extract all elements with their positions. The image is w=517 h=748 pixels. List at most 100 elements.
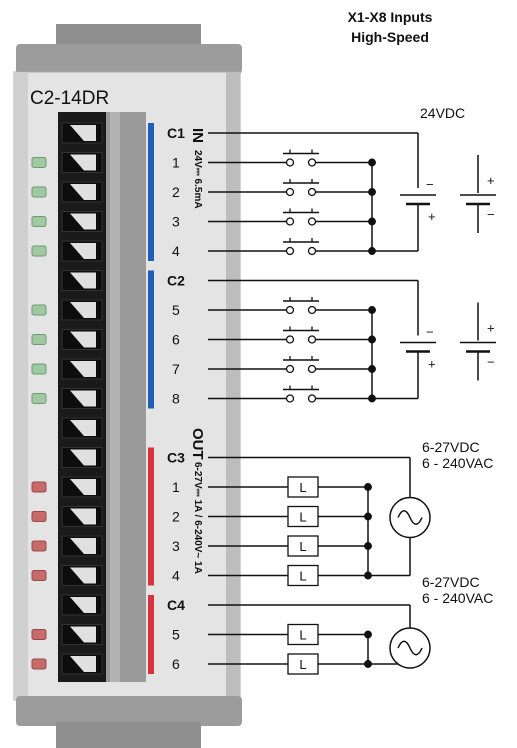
- switch-contact: [285, 364, 295, 374]
- bottom-rail: [16, 696, 242, 726]
- terminal-screw-icon: [70, 302, 96, 318]
- switch-contact: [307, 246, 317, 256]
- switch-contact: [285, 394, 295, 403]
- terminal-label: 2: [172, 184, 180, 200]
- battery-plus: +: [428, 209, 436, 224]
- top-rail: [16, 44, 242, 74]
- output-led: [31, 658, 47, 670]
- wires: [208, 132, 479, 668]
- load-label: L: [299, 569, 306, 584]
- input-group1-bar: [148, 123, 154, 261]
- module-edge-right: [226, 72, 240, 700]
- switch-contact: [285, 246, 295, 256]
- terminal-screw-icon: [70, 184, 96, 200]
- input-led: [31, 334, 47, 345]
- common-label: C4: [167, 597, 185, 613]
- terminal-label: 8: [172, 391, 180, 407]
- load-label: L: [299, 480, 306, 495]
- output-led: [31, 629, 47, 640]
- terminal-label: 6: [172, 656, 180, 672]
- output-supply1-line1: 6-27VDC: [422, 439, 480, 455]
- terminal-label: 5: [172, 302, 180, 318]
- input-led: [31, 216, 47, 227]
- terminal-screw-icon: [70, 449, 96, 466]
- input-led: [31, 186, 47, 198]
- switch-contact: [307, 305, 317, 315]
- load-label: L: [299, 510, 306, 525]
- terminal-screw-icon: [70, 390, 96, 407]
- common-label: C2: [167, 273, 185, 289]
- terminal-screws: [61, 122, 103, 675]
- switch-contact: [285, 305, 295, 315]
- terminal-screw-icon: [70, 213, 96, 230]
- terminal-screw-icon: [70, 479, 96, 495]
- terminal-screw-icon: [70, 243, 96, 259]
- terminal-screw-icon: [70, 508, 96, 525]
- battery-plus: +: [487, 173, 495, 188]
- terminal-label: 5: [172, 627, 180, 643]
- bottom-cap: [56, 722, 201, 748]
- terminal-screw-icon: [70, 272, 96, 289]
- terminal-label: 7: [172, 361, 180, 377]
- terminal-screw-icon: [70, 420, 96, 436]
- out-rating: 6-27V⎓ 1A / 6-240V~ 1A: [192, 462, 203, 574]
- header-title-line2: High-Speed: [351, 29, 429, 45]
- ac-wave: [397, 510, 423, 525]
- switch-contact: [285, 217, 295, 226]
- terminal-screw-icon: [70, 626, 96, 643]
- load-box-icon: [287, 505, 319, 528]
- terminal-screw-icon: [70, 538, 96, 554]
- common-label: C1: [167, 125, 185, 141]
- load-box-icon: [287, 564, 319, 587]
- output-led: [31, 481, 47, 493]
- output-led: [31, 570, 47, 581]
- output-supply2-line1: 6-27VDC: [422, 574, 480, 590]
- terminal-screw-icon: [70, 125, 96, 141]
- terminal-screw-icon: [70, 597, 96, 613]
- header-title-line1: X1-X8 Inputs: [348, 9, 433, 25]
- input-led: [31, 393, 47, 404]
- input-led: [31, 304, 47, 316]
- in-label: IN: [189, 128, 206, 143]
- ac-wave: [397, 640, 423, 656]
- input-led: [31, 363, 47, 375]
- switch-contact: [307, 158, 317, 167]
- plc-module: C2-14DR IN 24V⎓ 6.5mA OUT 6-27V⎓ 1A / 6-…: [13, 24, 242, 748]
- input-supply-label: 24VDC: [420, 105, 465, 121]
- battery-minus: −: [487, 207, 495, 222]
- switch-contact: [285, 158, 295, 167]
- terminal-label: 1: [172, 479, 180, 495]
- switch-contact: [307, 217, 317, 226]
- common-label: C3: [167, 450, 185, 466]
- load-label: L: [299, 539, 306, 554]
- terminal-screw-icon: [70, 656, 96, 672]
- battery-minus: −: [426, 177, 434, 192]
- input-group2-bar: [148, 270, 154, 409]
- input-led: [31, 157, 47, 168]
- terminal-label: 3: [172, 214, 180, 230]
- battery-minus: −: [487, 355, 495, 370]
- terminal-label: 2: [172, 509, 180, 525]
- output-supply1-line2: 6 - 240VAC: [422, 455, 493, 471]
- output-group2-bar: [148, 595, 154, 674]
- load-box-icon: [287, 623, 319, 646]
- switch-contact: [307, 187, 317, 197]
- terminal-screw-icon: [70, 154, 96, 171]
- output-led: [31, 511, 47, 522]
- output-led: [31, 540, 47, 552]
- module-edge: [14, 72, 28, 700]
- load-label: L: [299, 628, 306, 643]
- switch-contact: [307, 335, 317, 344]
- output-group1-bar: [148, 447, 154, 586]
- terminal-label: 3: [172, 538, 180, 554]
- input-led: [31, 245, 47, 257]
- switch-contact: [285, 335, 295, 344]
- group-bars: [148, 123, 154, 674]
- switch-contact: [307, 394, 317, 403]
- terminal-label: 1: [172, 155, 180, 171]
- terminal-screw-icon: [70, 361, 96, 377]
- output-supply2-line2: 6 - 240VAC: [422, 590, 493, 606]
